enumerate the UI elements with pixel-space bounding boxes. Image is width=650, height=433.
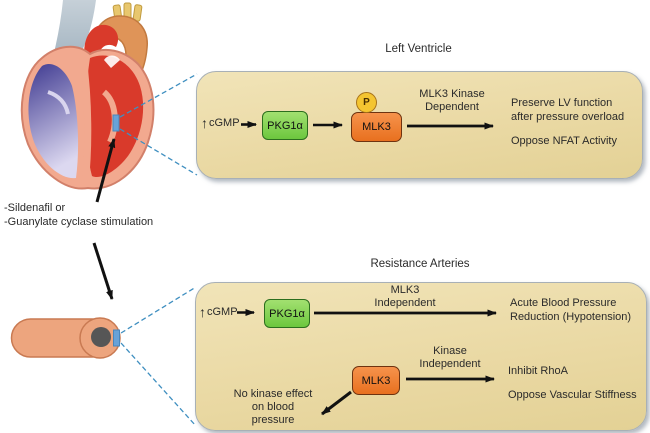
blue-chamber-shape [28,64,79,179]
dashed-line-vessel-top [120,286,197,334]
heart-illustration [20,0,155,190]
row2-outcome-2: Oppose Vascular Stiffness [508,389,637,401]
stimulus-text: -Sildenafil or -Guanylate cyclase stimul… [4,201,199,229]
top-arrow-label-line1: MLK3 Kinase [419,88,485,100]
mlk3-node-top: MLK3 [351,112,402,142]
arch-notch-shape [104,55,120,68]
up-arrow-icon: ↑ [201,114,208,131]
stimulus-arrow-to-vessel [92,242,114,300]
row2-arrow-label-line2: Independent [419,358,481,370]
top-outcome-1: Preserve LV function after pressure over… [511,96,636,124]
septum-shape [79,57,92,185]
cgmp-text-bottom: cGMP [207,306,238,318]
cgmp-label-bottom: ↑cGMP [199,305,238,319]
cgmp-label-top: ↑cGMP [201,116,240,130]
resistance-arteries-title: Resistance Arteries [370,258,470,270]
pkg1a-node-bottom: PKG1α [264,299,310,328]
dashed-line-vessel-bottom [120,342,197,427]
cgmp-text-top: cGMP [209,117,240,129]
row1-outcome: Acute Blood Pressure Reduction (Hypotens… [510,296,642,324]
heart-zoom-marker [112,114,120,132]
no-kinase-line1: No kinase effect [233,388,313,400]
left-ventricle-title: Left Ventricle [385,43,452,55]
row1-arrow-label: MLK3 Independent [357,284,453,310]
vessel-zoom-marker [113,329,120,347]
mlk3-node-bottom: MLK3 [352,366,400,395]
row2-arrow-label-line1: Kinase [433,345,467,357]
stimulus-line-2: -Guanylate cyclase stimulation [4,216,154,228]
top-arrow-label: MLK3 Kinase Dependent [404,88,500,114]
stimulus-line-1: -Sildenafil or [4,202,66,214]
no-kinase-line2: on blood [251,401,295,413]
row2-arrow-label: Kinase Independent [402,345,498,371]
no-kinase-text: No kinase effect on blood pressure [223,388,323,427]
valve-detail-shape [101,89,118,144]
pkg1a-node-top: PKG1α [262,111,308,140]
vessel-lumen-shape [91,327,111,347]
artery-illustration [10,317,121,359]
top-outcome-2: Oppose NFAT Activity [511,135,617,147]
row1-arrow-label-line1: MLK3 [390,284,420,296]
row1-arrow-label-line2: Independent [374,297,436,309]
top-arrow-label-line2: Dependent [425,101,479,113]
top-outcome-1-line2: after pressure overload [511,111,625,123]
atrium-detail-shape [47,90,70,115]
phospho-badge: P [356,92,377,113]
row2-outcome-1: Inhibit RhoA [508,365,568,377]
top-outcome-1-line1: Preserve LV function [511,97,613,109]
row1-outcome-line1: Acute Blood Pressure [510,297,617,309]
row1-outcome-line2: Reduction (Hypotension) [510,311,632,323]
no-kinase-line3: pressure [251,414,295,426]
up-arrow-icon: ↑ [199,303,206,320]
